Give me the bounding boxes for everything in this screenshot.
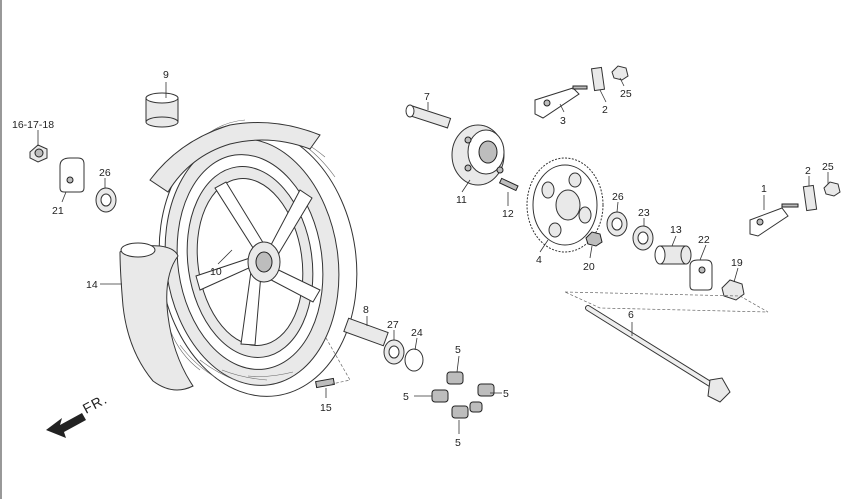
nut-16 [29,144,48,163]
callout-16-17-18: 16-17-18 [12,119,54,131]
nut-25a [611,65,629,81]
callout-10: 10 [210,266,222,278]
callout-25-right: 25 [822,161,834,173]
rear-wheel [158,119,358,397]
axle-dashed-plane [564,291,769,313]
valve-15 [315,377,335,389]
callout-8: 8 [363,304,369,316]
callout-12: 12 [502,208,514,220]
oring-24 [404,348,424,372]
axle-6 [585,305,731,403]
tire-top-section [149,122,321,193]
callout-5-right: 5 [503,388,509,400]
tag-2a [590,66,606,92]
hub-bore [255,251,273,273]
callout-2-top: 2 [602,104,608,116]
leader-lines [37,77,829,434]
callout-14: 14 [86,279,98,291]
stud-12 [498,177,519,192]
callout-24: 24 [411,327,423,339]
callout-5-left: 5 [403,391,409,403]
tag-2b [802,184,818,212]
bracket-3 [534,85,588,119]
callout-9: 9 [163,69,169,81]
callout-22: 22 [698,234,710,246]
bearing-26a [95,187,117,213]
callout-21: 21 [52,205,64,217]
tire-section [119,245,194,391]
collar-9 [145,92,179,128]
collar-8 [343,317,389,347]
front-direction-arrow [46,413,86,438]
callout-23: 23 [638,207,650,219]
callout-4: 4 [536,254,542,266]
callout-3: 3 [560,115,566,127]
bearing-27 [383,339,405,365]
callout-labels: 9 16-17-18 21 26 10 14 7 3 2 25 11 12 4 … [12,69,834,449]
sprocket-4 [526,157,604,253]
callout-11: 11 [456,194,467,206]
callout-5-top: 5 [455,344,461,356]
collar-13 [654,245,692,265]
bearing-23 [632,225,654,251]
sleeve-7 [405,104,452,129]
callout-27: 27 [387,319,399,331]
nut-25b [823,181,841,197]
callout-19: 19 [731,257,743,269]
nut-19 [721,279,745,301]
callout-15: 15 [320,402,332,414]
callout-7: 7 [424,91,430,103]
callout-25-top: 25 [620,88,632,100]
callout-26-right: 26 [612,191,624,203]
callout-1: 1 [761,183,767,195]
bearing-26b [606,211,628,237]
callout-26-left: 26 [99,167,111,179]
tire-section-bead [120,242,156,258]
callout-13: 13 [670,224,682,236]
adjuster-plate-22 [689,259,713,291]
callout-6: 6 [628,309,634,321]
sprocket-flange-11 [451,124,505,186]
direction-label: FR. [80,391,110,417]
bracket-1 [749,203,799,237]
callout-20: 20 [583,261,595,273]
callout-2-right: 2 [805,165,811,177]
nut-20 [585,231,603,247]
callout-5-bottom: 5 [455,437,461,449]
adjuster-plate-21 [59,157,85,193]
damper-set-5 [431,371,495,419]
valve-dash [325,337,351,385]
